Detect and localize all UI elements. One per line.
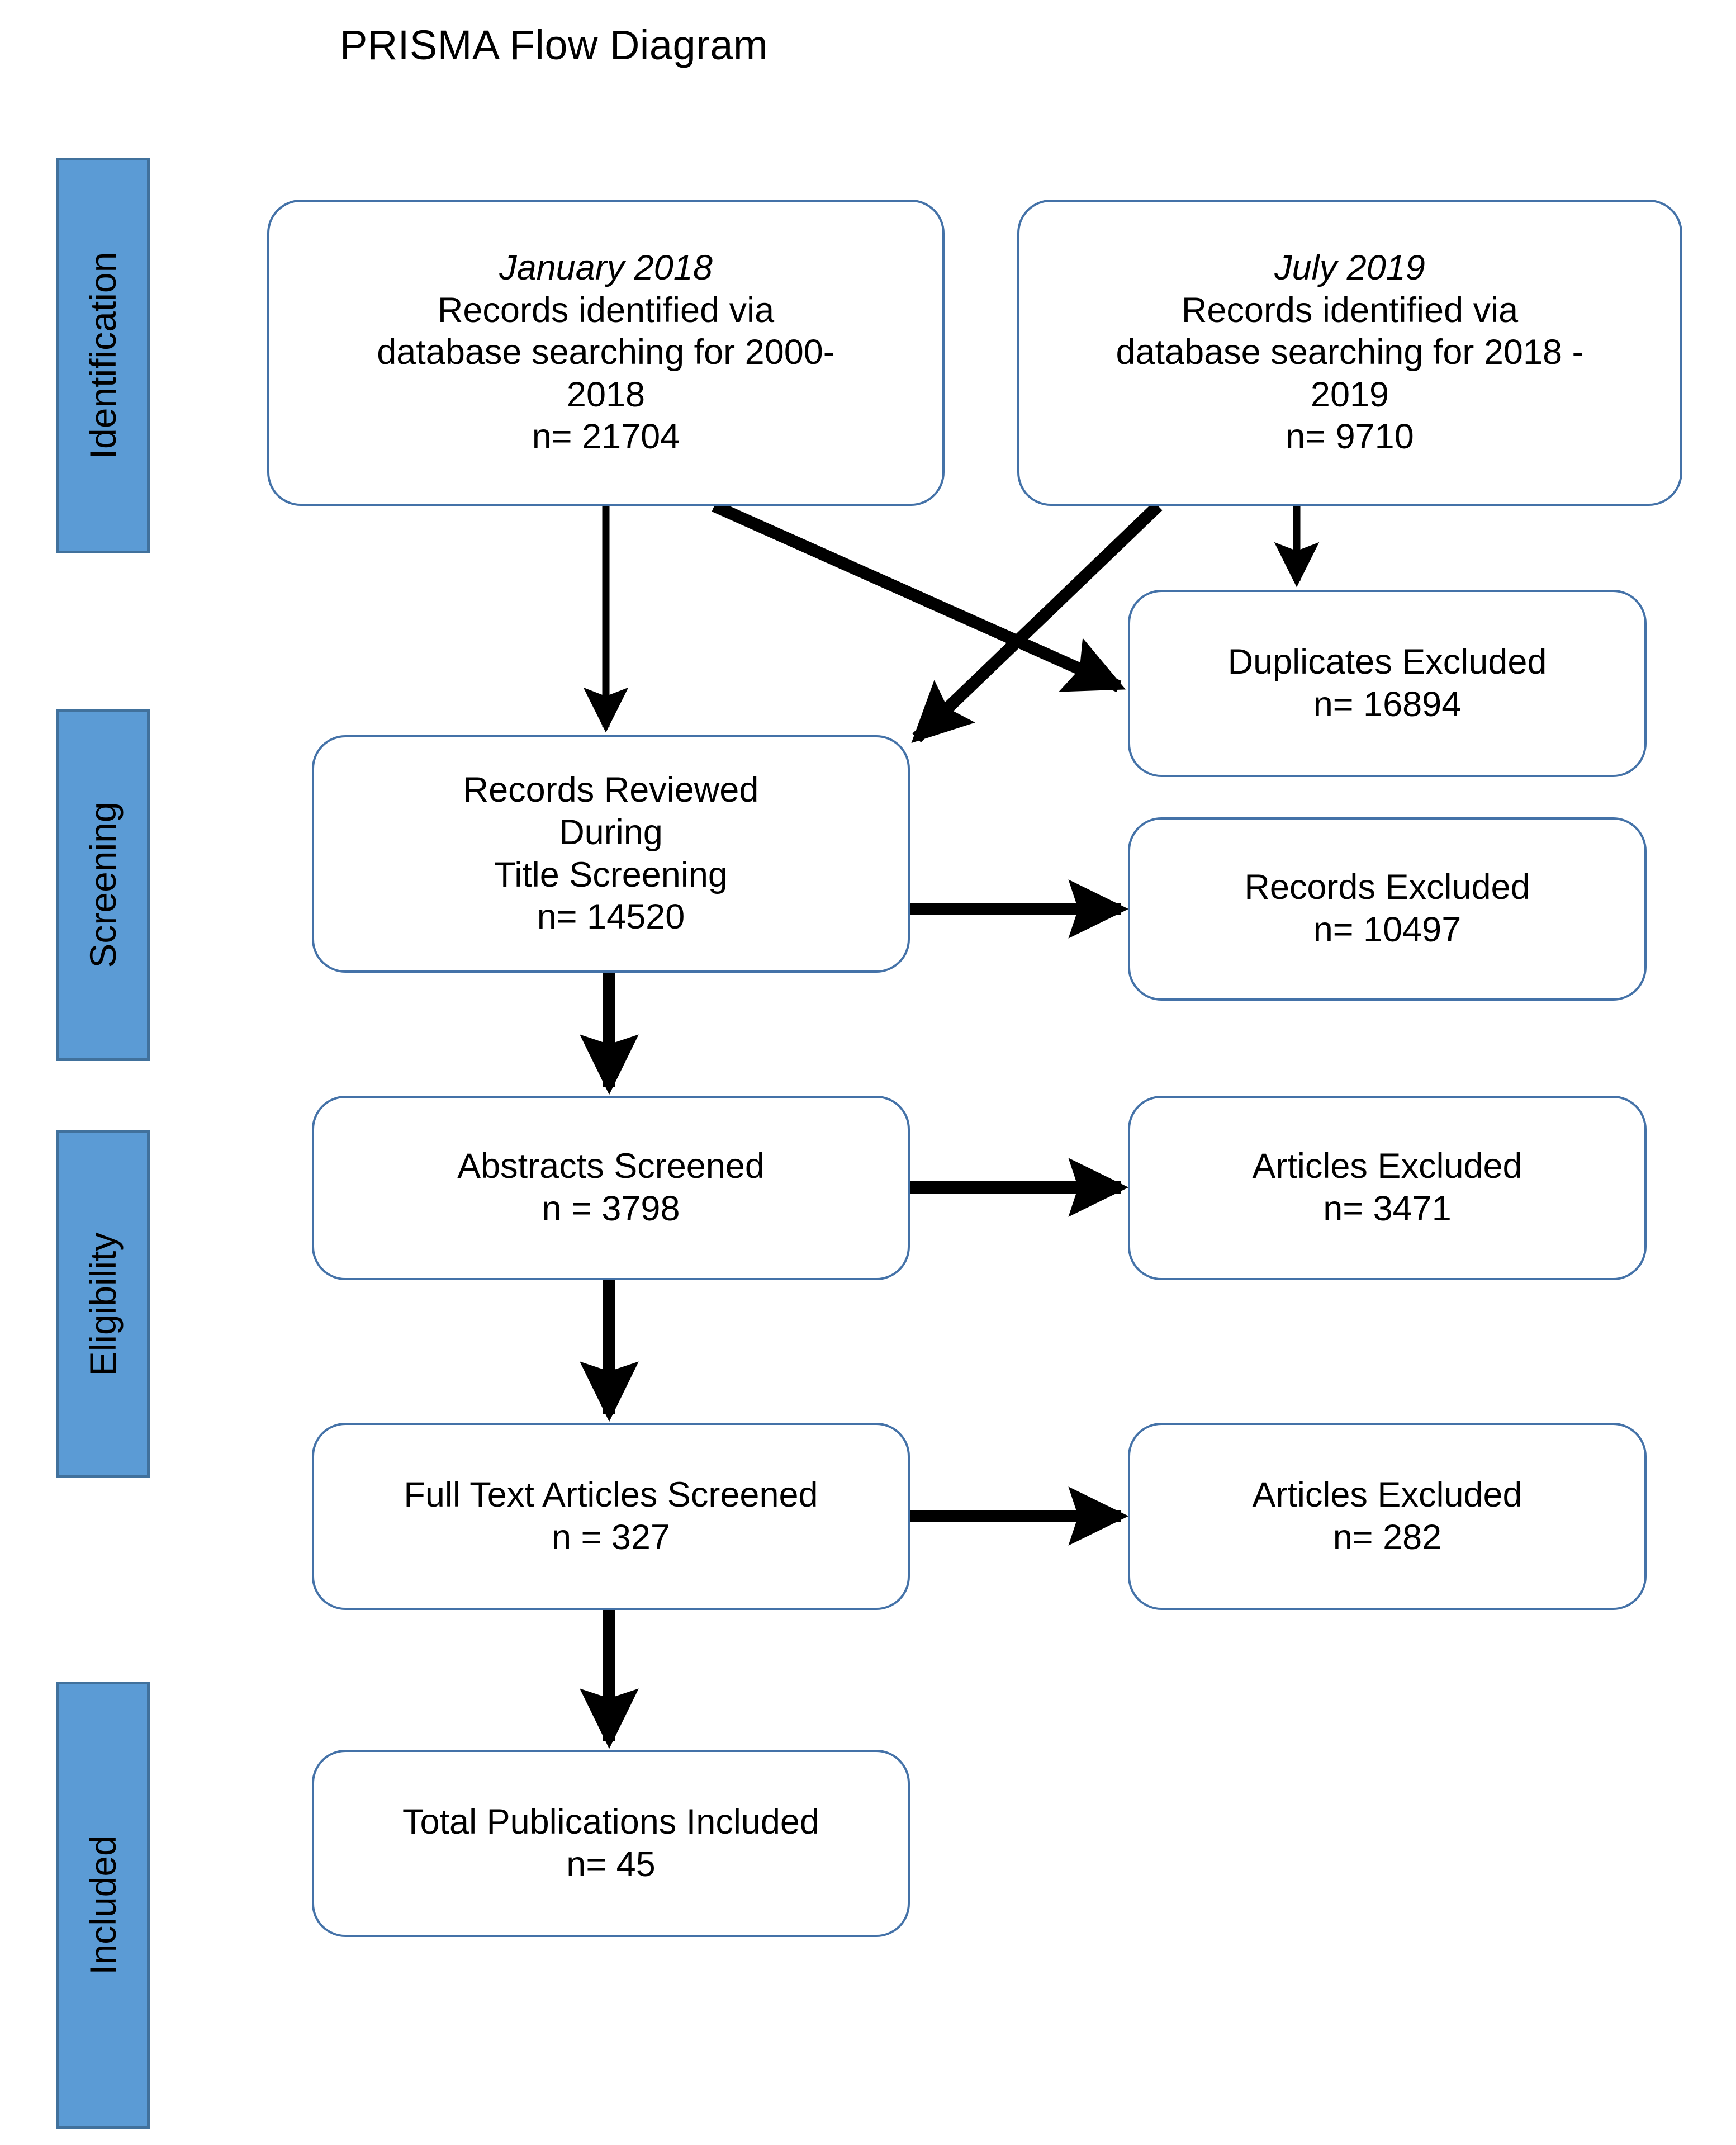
box-records-reviewed-title-screening: Records Reviewed During Title Screening … <box>312 735 910 973</box>
box-title-screening-line2: During <box>559 812 663 852</box>
box-jul2019-line1: Records identified via <box>1181 290 1519 330</box>
box-fulltext-count: n = 327 <box>552 1517 670 1557</box>
box-records-excluded-text: Records Excluded n= 10497 <box>1230 866 1544 951</box>
box-title-screening-text: Records Reviewed During Title Screening … <box>449 769 774 938</box>
box-fulltext-text: Full Text Articles Screened n = 327 <box>389 1474 832 1559</box>
box-jan2018-count: n= 21704 <box>532 417 680 457</box>
box-jan2018-heading: January 2018 <box>499 248 713 288</box>
box-total-publications-included: Total Publications Included n= 45 <box>312 1750 910 1937</box>
box-jul2019-text: July 2019 Records identified via databas… <box>1101 247 1598 458</box>
box-articles-excluded-fulltext-text: Articles Excluded n= 282 <box>1237 1474 1536 1559</box>
box-jan2018-records-identified: January 2018 Records identified via data… <box>267 200 945 506</box>
box-jan2018-line3: 2018 <box>566 375 646 414</box>
box-jan2018-text: January 2018 Records identified via data… <box>362 247 850 458</box>
box-duplicates-count: n= 16894 <box>1313 684 1462 724</box>
box-jul2019-count: n= 9710 <box>1286 417 1414 457</box>
box-articles-excluded-abstracts-count: n= 3471 <box>1323 1189 1452 1228</box>
box-articles-excluded-fulltext: Articles Excluded n= 282 <box>1128 1423 1647 1610</box>
box-records-excluded: Records Excluded n= 10497 <box>1128 817 1647 1001</box>
box-jul2019-records-identified: July 2019 Records identified via databas… <box>1017 200 1682 506</box>
box-abstracts-line1: Abstracts Screened <box>457 1147 765 1186</box>
box-title-screening-line3: Title Screening <box>494 855 728 894</box>
box-fulltext-line1: Full Text Articles Screened <box>404 1475 818 1514</box>
box-fulltext-articles-screened: Full Text Articles Screened n = 327 <box>312 1423 910 1610</box>
box-articles-excluded-abstracts-text: Articles Excluded n= 3471 <box>1237 1145 1536 1230</box>
box-abstracts-text: Abstracts Screened n = 3798 <box>443 1145 779 1230</box>
box-articles-excluded-abstracts: Articles Excluded n= 3471 <box>1128 1096 1647 1280</box>
box-articles-excluded-fulltext-line1: Articles Excluded <box>1252 1475 1522 1514</box>
box-included-text: Total Publications Included n= 45 <box>388 1801 834 1886</box>
box-jul2019-line2: database searching for 2018 - <box>1116 333 1584 372</box>
arrow-jan2018-to-duplicates <box>712 500 1126 693</box>
box-duplicates-text: Duplicates Excluded n= 16894 <box>1213 641 1562 726</box>
box-abstracts-screened: Abstracts Screened n = 3798 <box>312 1096 910 1280</box>
box-duplicates-excluded: Duplicates Excluded n= 16894 <box>1128 590 1647 777</box>
box-jan2018-line1: Records identified via <box>437 290 775 330</box>
box-records-excluded-line1: Records Excluded <box>1244 868 1530 907</box>
box-records-excluded-count: n= 10497 <box>1313 910 1462 949</box>
stage-bar-screening: Screening <box>56 709 150 1061</box>
stage-bar-included: Included <box>56 1682 150 2129</box>
box-jul2019-line3: 2019 <box>1310 375 1389 414</box>
box-articles-excluded-fulltext-count: n= 282 <box>1332 1517 1442 1557</box>
box-duplicates-line1: Duplicates Excluded <box>1227 642 1547 681</box>
arrow-jul2019-to-title-screening <box>911 501 1163 744</box>
box-abstracts-count: n = 3798 <box>542 1189 680 1228</box>
page-title: PRISMA Flow Diagram <box>340 22 769 68</box>
stage-bar-identification: Identification <box>56 158 150 553</box>
box-jan2018-line2: database searching for 2000- <box>377 333 835 372</box>
stage-bar-eligibility: Eligibility <box>56 1130 150 1478</box>
box-articles-excluded-abstracts-line1: Articles Excluded <box>1252 1147 1522 1186</box>
box-title-screening-line1: Records Reviewed <box>463 770 759 810</box>
box-title-screening-count: n= 14520 <box>537 897 685 937</box>
box-included-line1: Total Publications Included <box>402 1802 819 1841</box>
box-jul2019-heading: July 2019 <box>1274 248 1425 288</box>
box-included-count: n= 45 <box>566 1844 656 1884</box>
